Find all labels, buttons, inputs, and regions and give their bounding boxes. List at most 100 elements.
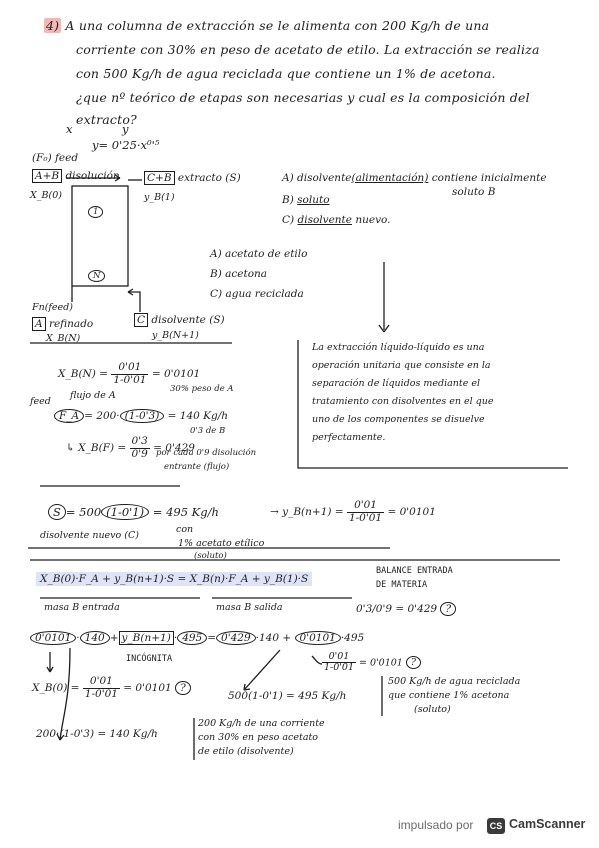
feed-box: A+B (32, 169, 63, 183)
legend-b-prefix: B) (282, 194, 294, 206)
component-b: B) acetona (210, 268, 268, 280)
calc-con-note-2: (soluto) (194, 551, 227, 561)
calc-xbn-num: 0'01 (111, 361, 149, 375)
calc-fa: F_A= 200·(1-0'3) = 140 Kg/h (54, 409, 229, 423)
calc-fa-paren: (1-0'3) (119, 409, 165, 423)
raffinate-feed-label: Fn(feed) (32, 302, 73, 313)
balance-side-result: = 0'0101 (359, 657, 403, 669)
problem-line-1: A una columna de extracción se le alimen… (65, 18, 490, 33)
balance-equation: X_B(0)·F_A + y_B(n+1)·S = X_B(n)·F_A + y… (36, 572, 313, 586)
solvent-box: C (134, 313, 149, 327)
calc-xbn-result: = 0'0101 (151, 368, 201, 381)
xbn-label: X_B(N) (46, 333, 81, 344)
balance-title-2: DE MATERIA (376, 580, 428, 590)
calc-ybn1-lhs: → y_B(n+1) = (270, 506, 344, 519)
ybn1-label: y_B(N+1) (152, 330, 199, 341)
balance-v8: 495 (344, 632, 365, 644)
calc-con: con (176, 524, 194, 535)
legend-c-underlined: disolvente (297, 214, 352, 226)
balance-f200-note-2: con 30% en peso acetato (198, 732, 319, 743)
balance-s500-note-1: 500 Kg/h de agua reciclada (388, 676, 521, 687)
component-a: A) acetato de etilo (210, 248, 308, 260)
balance-question-1: ? (440, 602, 457, 616)
calc-s-paren: (1-0'1) (101, 504, 150, 520)
definition-line-4: tratamiento con disolventes en el que (312, 396, 494, 407)
balance-v7: 0'0101 (294, 631, 341, 645)
legend-c: C) disolvente nuevo. (282, 214, 390, 226)
legend-b: B) soluto (282, 194, 330, 206)
definition-line-5: uno de los componentes se disuelve (312, 414, 485, 425)
raffinate-text: refinado (48, 318, 94, 330)
balance-v2: 140 (79, 631, 110, 645)
calc-s-eq: = 500 (65, 505, 102, 519)
footer-brand: CamScanner (509, 817, 586, 831)
balance-v4: 495 (177, 631, 208, 645)
balance-s500: 500(1-0'1) = 495 Kg/h (228, 690, 347, 702)
balance-masa-entrada: masa B entrada (44, 602, 120, 613)
xb0-label: X_B(0) (30, 190, 62, 201)
feed-row: A+B disolución (32, 169, 120, 183)
balance-substitution: 0'0101·140+y_B(n+1)·495=0'429·140 + 0'01… (30, 631, 365, 645)
problem-statement: 4) A una columna de extracción se le ali… (44, 18, 489, 33)
balance-s500-note-3: (soluto) (414, 704, 451, 715)
balance-question-3: ? (175, 681, 191, 696)
balance-ratio-row: 0'3/0'9 = 0'429 ? (356, 602, 457, 616)
balance-ratio: 0'3/0'9 = 0'429 (356, 603, 438, 615)
solvent-text: disolvente (S) (151, 314, 225, 326)
problem-line-2: corriente con 30% en peso de acetato de … (76, 42, 540, 57)
problem-line-5: extracto? (76, 112, 137, 127)
extract-box: C+B (144, 171, 175, 185)
calc-xbf-num: 0'3 (129, 435, 150, 449)
balance-s500-note-2: que contiene 1% acetona (388, 690, 510, 701)
calc-s-label: S (48, 504, 66, 520)
stage-n-marker: N (88, 270, 106, 282)
legend-a-suffix: contiene inicialmente (431, 172, 547, 184)
extract-text: extracto (S) (177, 172, 241, 184)
axis-x-label: x (66, 122, 73, 136)
equilibrium-equation: y= 0'25·x⁰'⁵ (92, 138, 160, 152)
calc-xbn-den: 1-0'01 (113, 373, 147, 386)
problem-line-4: ¿que nº teórico de etapas son necesarias… (76, 90, 530, 105)
calc-flujo-a: flujo de A (70, 390, 116, 401)
balance-side-den: 1-0'01 (324, 662, 354, 674)
legend-a-underlined: (alimentación) (351, 172, 429, 184)
solvent-row: C disolvente (S) (134, 313, 225, 327)
balance-side-num: 0'01 (322, 651, 356, 664)
calc-s-result: = 495 Kg/h (152, 505, 219, 519)
calc-xbf-result: = 0'429 (153, 442, 195, 455)
component-c: C) agua reciclada (210, 288, 304, 300)
raffinate-box: A (32, 317, 46, 331)
balance-v6: 140 (259, 632, 280, 644)
definition-line-2: operación unitaria que consiste en la (312, 360, 491, 371)
calc-con-note-1: 1% acetato etílico (178, 538, 265, 549)
calc-ybn1-num: 0'01 (346, 499, 385, 513)
feed-text: disolución (65, 170, 120, 182)
calc-fa-result: = 140 Kg/h (167, 410, 229, 422)
calc-solvent-new: disolvente nuevo (C) (40, 530, 139, 541)
feed-label: (F₀) feed (32, 152, 79, 164)
calc-ybn1-result: = 0'0101 (387, 506, 436, 519)
balance-v5: 0'429 (216, 631, 256, 645)
balance-f200-note-3: de etilo (disolvente) (198, 746, 294, 757)
raffinate-row: A refinado (32, 317, 94, 331)
problem-number: 4) (44, 18, 62, 33)
definition-line-3: separación de líquidos mediante el (312, 378, 481, 389)
balance-xb0-den: 1-0'01 (84, 687, 118, 700)
legend-b-underlined: soluto (297, 194, 330, 206)
balance-xb0-result: = 0'0101 (123, 682, 172, 695)
stage-1-marker: 1 (88, 206, 104, 218)
footer-powered-by: impulsado por (398, 818, 474, 832)
legend-a-line2: soluto B (452, 186, 496, 198)
calc-fa-eq: = 200· (84, 410, 120, 422)
yb1-label: y_B(1) (144, 192, 175, 203)
balance-v3: y_B(n+1) (118, 631, 174, 645)
calc-xbf-note-2: entrante (flujo) (164, 462, 230, 472)
